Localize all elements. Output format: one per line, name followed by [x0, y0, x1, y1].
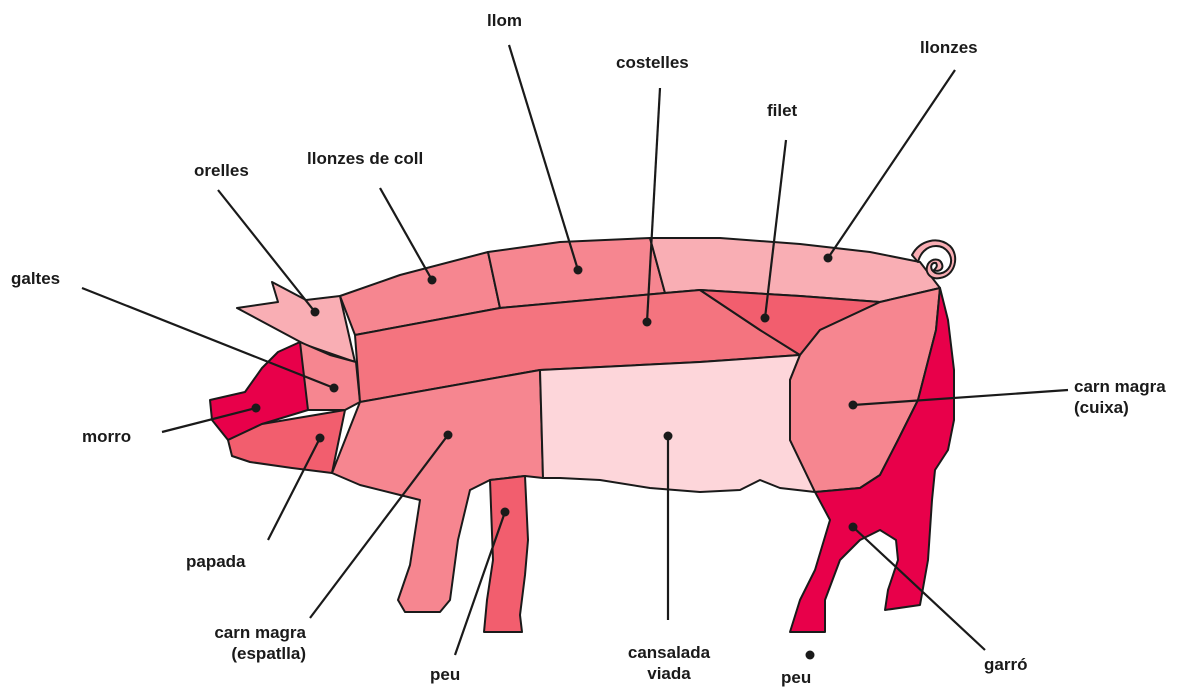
leader-orelles	[218, 190, 315, 312]
dot-peu-back	[806, 651, 815, 660]
dot-morro	[252, 404, 261, 413]
dot-papada	[316, 434, 325, 443]
label-carn-magra-cuixa-line1: carn magra	[1074, 376, 1166, 397]
dot-llom	[574, 266, 583, 275]
leader-llonzes-de-coll	[380, 188, 432, 280]
label-llom: llom	[487, 10, 522, 31]
dot-orelles	[311, 308, 320, 317]
dot-carn-magra-espatlla	[444, 431, 453, 440]
label-filet: filet	[767, 100, 797, 121]
label-llonzes-de-coll: llonzes de coll	[307, 148, 423, 169]
label-costelles: costelles	[616, 52, 689, 73]
label-peu-back: peu	[781, 667, 811, 688]
dot-carn-magra-cuixa	[849, 401, 858, 410]
label-garro: garró	[984, 654, 1027, 675]
dot-peu-front	[501, 508, 510, 517]
dot-costelles	[643, 318, 652, 327]
label-carn-magra-espatlla-line1: carn magra	[190, 622, 306, 643]
label-orelles: orelles	[194, 160, 249, 181]
label-peu-front: peu	[430, 664, 460, 685]
dot-llonzes-de-coll	[428, 276, 437, 285]
label-cansalada-viada-line2: viada	[614, 663, 724, 684]
label-cansalada-viada: cansalada viada	[614, 642, 724, 684]
dot-filet	[761, 314, 770, 323]
label-llonzes: llonzes	[920, 37, 978, 58]
leader-llom	[509, 45, 578, 270]
label-carn-magra-espatlla-line2: (espatlla)	[190, 643, 306, 664]
label-morro: morro	[82, 426, 131, 447]
label-carn-magra-cuixa-line2: (cuixa)	[1074, 397, 1166, 418]
dot-garro	[849, 523, 858, 532]
label-papada: papada	[186, 551, 246, 572]
dot-galtes	[330, 384, 339, 393]
label-cansalada-viada-line1: cansalada	[614, 642, 724, 663]
label-galtes: galtes	[11, 268, 60, 289]
leader-llonzes	[828, 70, 955, 258]
label-carn-magra-espatlla: carn magra (espatlla)	[190, 622, 306, 664]
cut-cansalada-viada	[540, 355, 815, 492]
dot-cansalada-viada	[664, 432, 673, 441]
dot-llonzes	[824, 254, 833, 263]
label-carn-magra-cuixa: carn magra (cuixa)	[1074, 376, 1166, 418]
